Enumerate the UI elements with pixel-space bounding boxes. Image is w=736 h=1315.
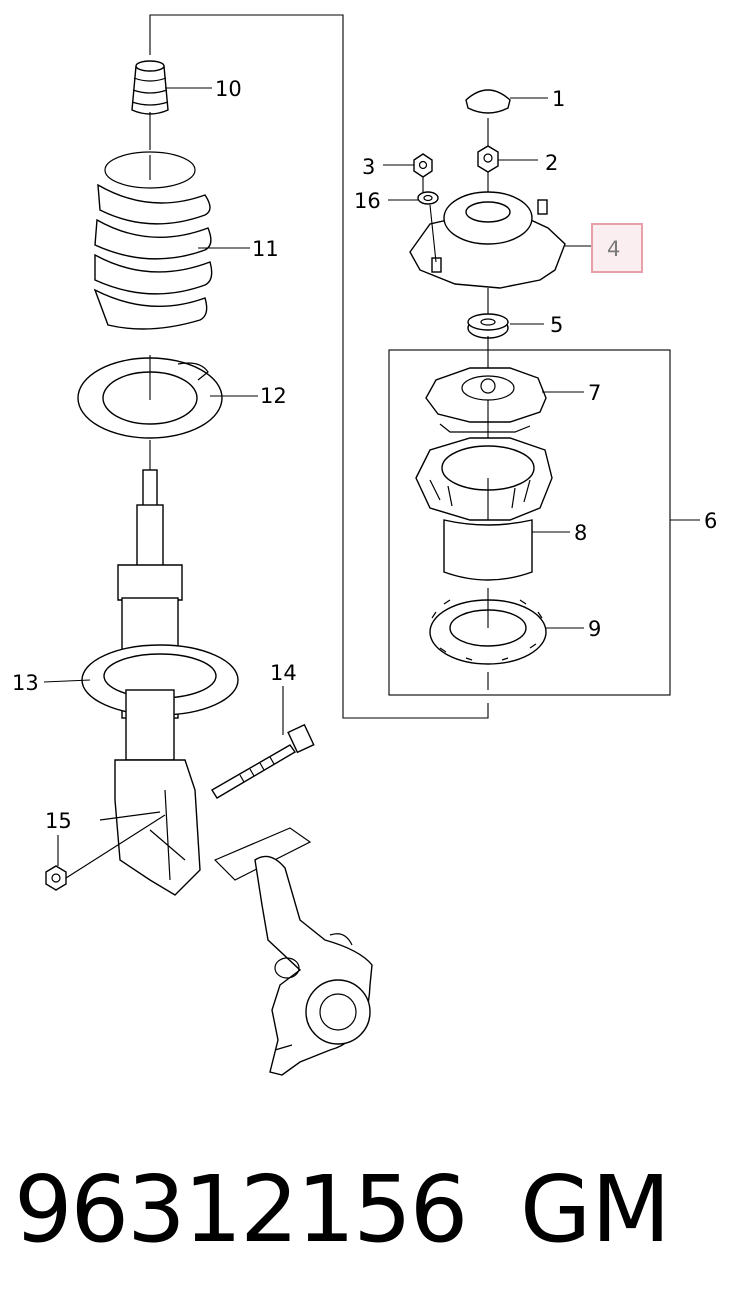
callout-16: 16 [354, 189, 381, 213]
callout-11: 11 [252, 237, 279, 261]
assembly-connector-line [149, 14, 489, 719]
callout-1: 1 [552, 87, 565, 111]
strut-mount-part [409, 191, 566, 318]
dust-cap-part [465, 89, 511, 148]
callout-15: 15 [45, 809, 72, 833]
footer: 96312156 GM [0, 1150, 736, 1270]
highlight-box-callout-4 [591, 223, 643, 273]
callout-7: 7 [588, 381, 601, 405]
strut-bolt-part [211, 723, 315, 799]
callout-9: 9 [588, 617, 601, 641]
brand-label: GM [520, 1156, 671, 1263]
steering-knuckle-part [213, 827, 373, 1076]
coil-spring-part [93, 151, 213, 330]
washer-part [417, 191, 439, 205]
spacer-part [467, 313, 509, 378]
kit-boundary-box [388, 349, 671, 696]
small-nut-part [413, 153, 433, 192]
callout-12: 12 [260, 384, 287, 408]
suspension-strut-exploded-diagram: 10 11 12 13 14 15 1 2 3 16 4 5 7 6 8 9 [12, 14, 717, 1076]
callout-6: 6 [704, 509, 717, 533]
callout-4: 4 [607, 237, 620, 261]
callout-8: 8 [574, 521, 587, 545]
callout-3: 3 [362, 155, 375, 179]
spring-seat-part [77, 355, 223, 439]
strut-shock-absorber-part [81, 440, 239, 896]
callout-14: 14 [270, 661, 297, 685]
top-nut-part [477, 145, 499, 195]
strut-nut-part [45, 814, 166, 891]
bump-stop-part [131, 60, 169, 150]
dust-boot-part [415, 437, 553, 581]
part-number-label: 96312156 [14, 1156, 468, 1263]
seat-ring-part [429, 588, 547, 690]
callout-5: 5 [550, 313, 563, 337]
callout-13: 13 [12, 671, 39, 695]
callout-2: 2 [545, 151, 558, 175]
callout-10: 10 [215, 77, 242, 101]
